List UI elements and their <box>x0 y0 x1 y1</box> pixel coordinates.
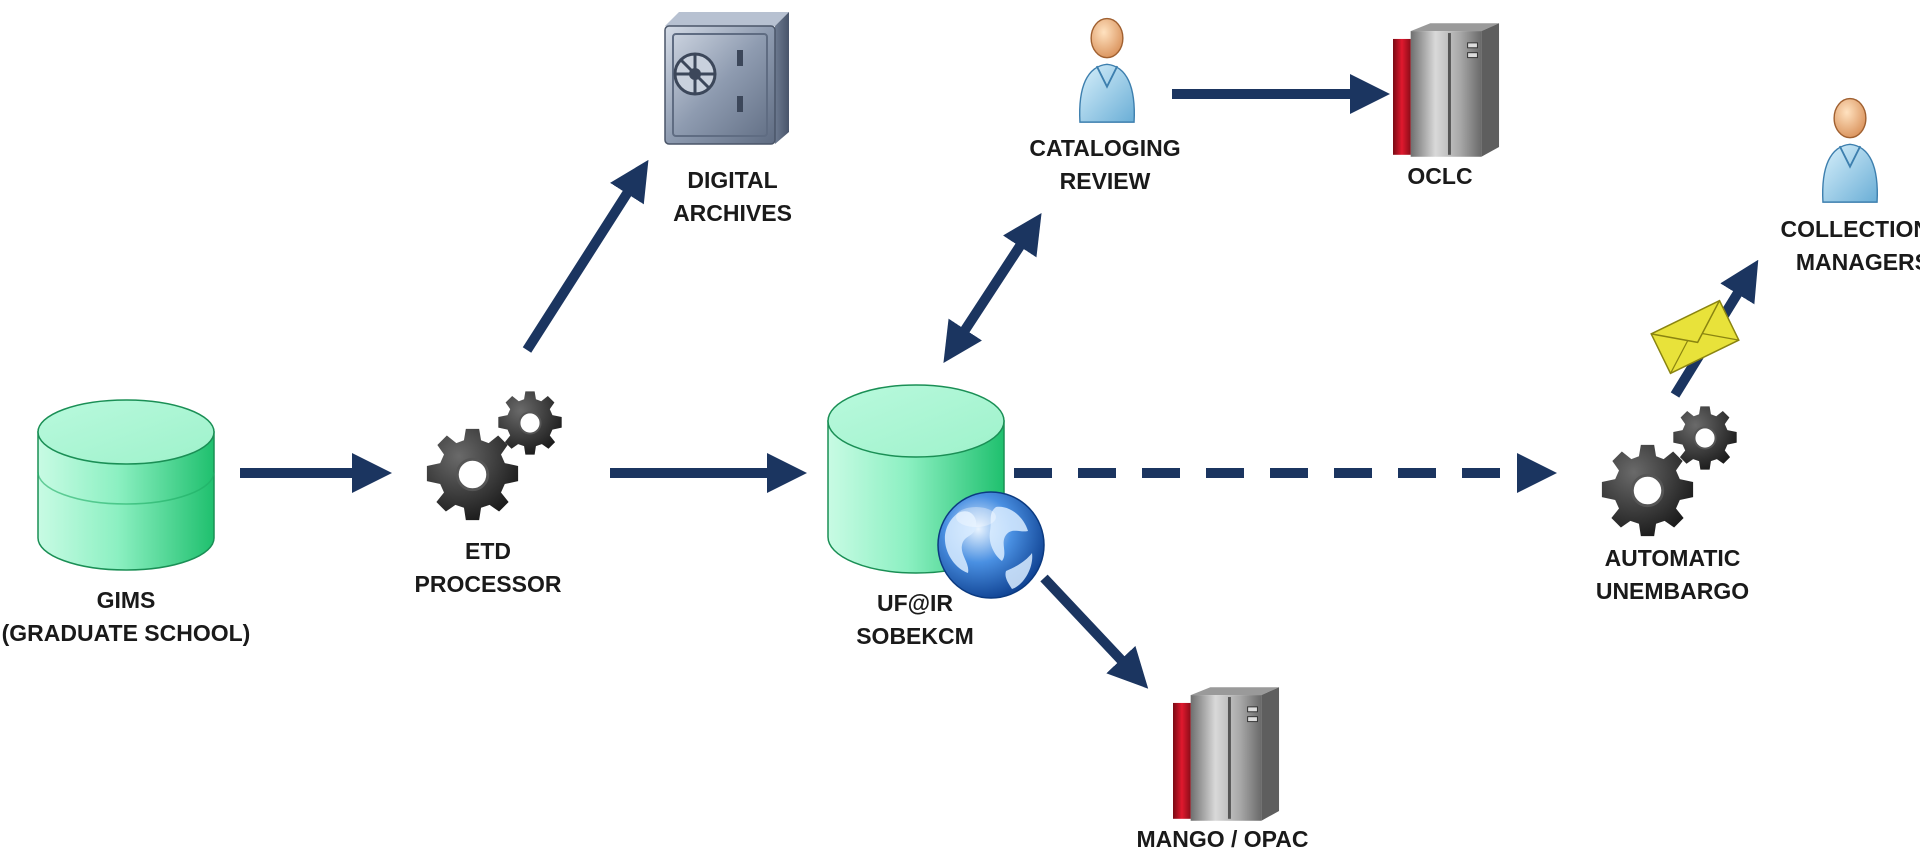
label-ufir-line1: UF@IR <box>876 590 954 616</box>
edge-etd-to-archives <box>522 159 649 353</box>
edges <box>240 74 1759 689</box>
envelope-icon <box>1650 299 1740 375</box>
person-icon <box>1078 17 1136 124</box>
label-gims-line2: (GRADUATE SCHOOL) <box>1 620 251 646</box>
edge-ufir-cataloging <box>943 212 1042 364</box>
label-mango-line1: MANGO / OPAC <box>1136 826 1309 852</box>
person-icon <box>1821 97 1879 204</box>
label-automatic-unembargo: AUTOMATIC UNEMBARGO <box>1570 542 1775 608</box>
label-collection-managers: COLLECTION MANAGERS <box>1760 213 1920 279</box>
label-cataloging-line2: REVIEW <box>1059 168 1151 194</box>
database-globe-icon <box>827 384 1045 599</box>
gears-icon <box>425 390 563 522</box>
label-oclc: OCLC <box>1385 160 1495 193</box>
label-unembargo-line2: UNEMBARGO <box>1595 578 1750 604</box>
database-icon <box>37 399 215 571</box>
label-gims-line1: GIMS <box>96 587 156 613</box>
label-archives-line1: DIGITAL <box>687 167 778 193</box>
label-unembargo-line1: AUTOMATIC <box>1604 545 1741 571</box>
edge-ufir-to-mango <box>1040 574 1149 689</box>
label-digital-archives: DIGITAL ARCHIVES <box>640 164 825 230</box>
label-cataloging-review: CATALOGING REVIEW <box>1005 132 1205 198</box>
label-ufir: UF@IR SOBEKCM <box>830 587 1000 653</box>
label-etd-line2: PROCESSOR <box>414 571 562 597</box>
label-etd-processor: ETD PROCESSOR <box>402 535 574 601</box>
label-managers-line1: COLLECTION <box>1780 216 1920 242</box>
gears-icon <box>1600 405 1738 538</box>
server-icon <box>1393 22 1500 158</box>
label-managers-line2: MANAGERS <box>1795 249 1920 275</box>
label-etd-line1: ETD <box>465 538 511 564</box>
label-archives-line2: ARCHIVES <box>673 200 792 226</box>
label-ufir-line2: SOBEKCM <box>856 623 974 649</box>
label-mango-opac: MANGO / OPAC <box>1110 823 1335 856</box>
label-oclc-line1: OCLC <box>1407 163 1473 189</box>
globe-icon <box>937 491 1045 599</box>
server-icon <box>1173 686 1280 822</box>
label-cataloging-line1: CATALOGING <box>1029 135 1181 161</box>
safe-icon <box>664 12 789 145</box>
label-gims: GIMS (GRADUATE SCHOOL) <box>0 584 252 650</box>
